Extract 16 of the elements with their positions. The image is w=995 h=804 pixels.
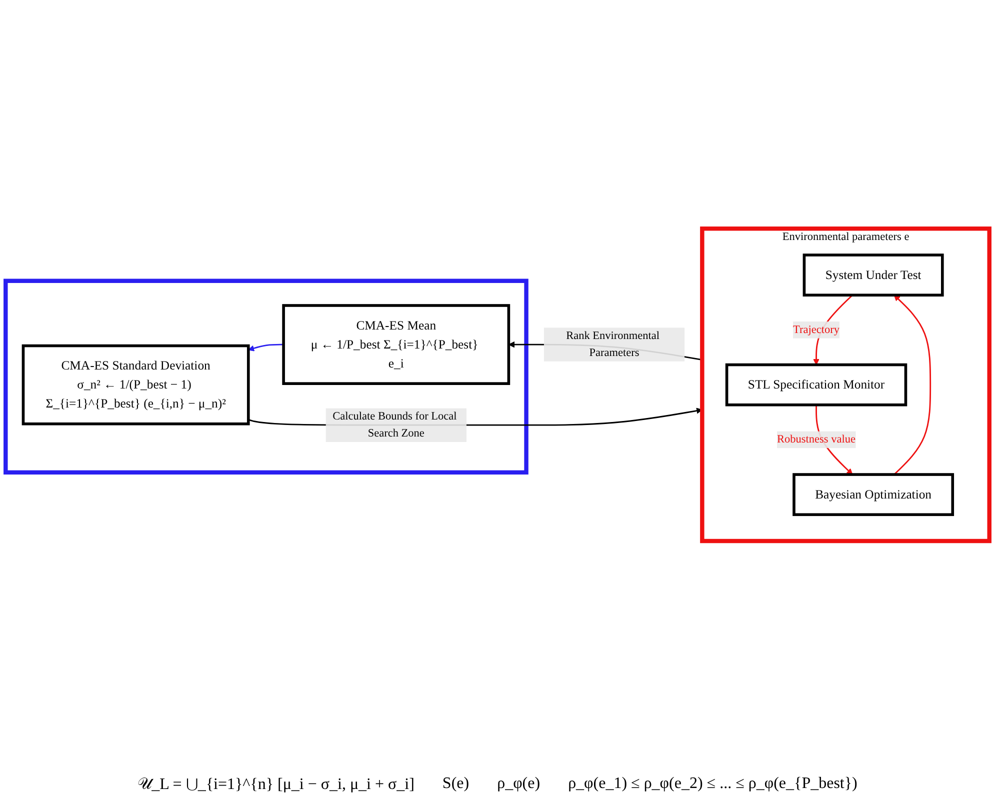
- node-box: Bayesian Optimization: [792, 472, 954, 516]
- node-box: CMA-ES Mean μ ← 1/P_best Σ_{i=1}^{P_best} e_i: [282, 304, 510, 385]
- edge-label: Rank Environmental Parameters: [566, 329, 660, 358]
- edge-label: Robustness value: [777, 433, 856, 445]
- edge-label: Trajectory: [793, 323, 840, 336]
- formula-label: ρ_φ(e_1) ≤ ρ_φ(e_2) ≤ ... ≤ ρ_φ(e_{P_best}): [568, 775, 858, 794]
- formula-label: 𝒰_L = ⋃_{i=1}^{n} [μ_i − σ_i, μ_i + σ_i]: [138, 775, 414, 794]
- formula-label: S(e): [442, 775, 470, 794]
- cluster: [4, 278, 528, 474]
- node-box: System Under Test: [802, 253, 944, 296]
- formula-label: ρ_φ(e): [497, 775, 540, 794]
- arrow: [894, 294, 932, 475]
- node-box: CMA-ES Standard Deviation σ_n² ← 1/(P_best − 1) Σ_{i=1}^{P_best} (e_{i,n} − μ_n)²: [22, 344, 250, 425]
- edge-label: Calculate Bounds for Local Search Zone: [332, 410, 457, 439]
- node-box: STL Specification Monitor: [725, 363, 908, 406]
- arrow: [248, 344, 284, 351]
